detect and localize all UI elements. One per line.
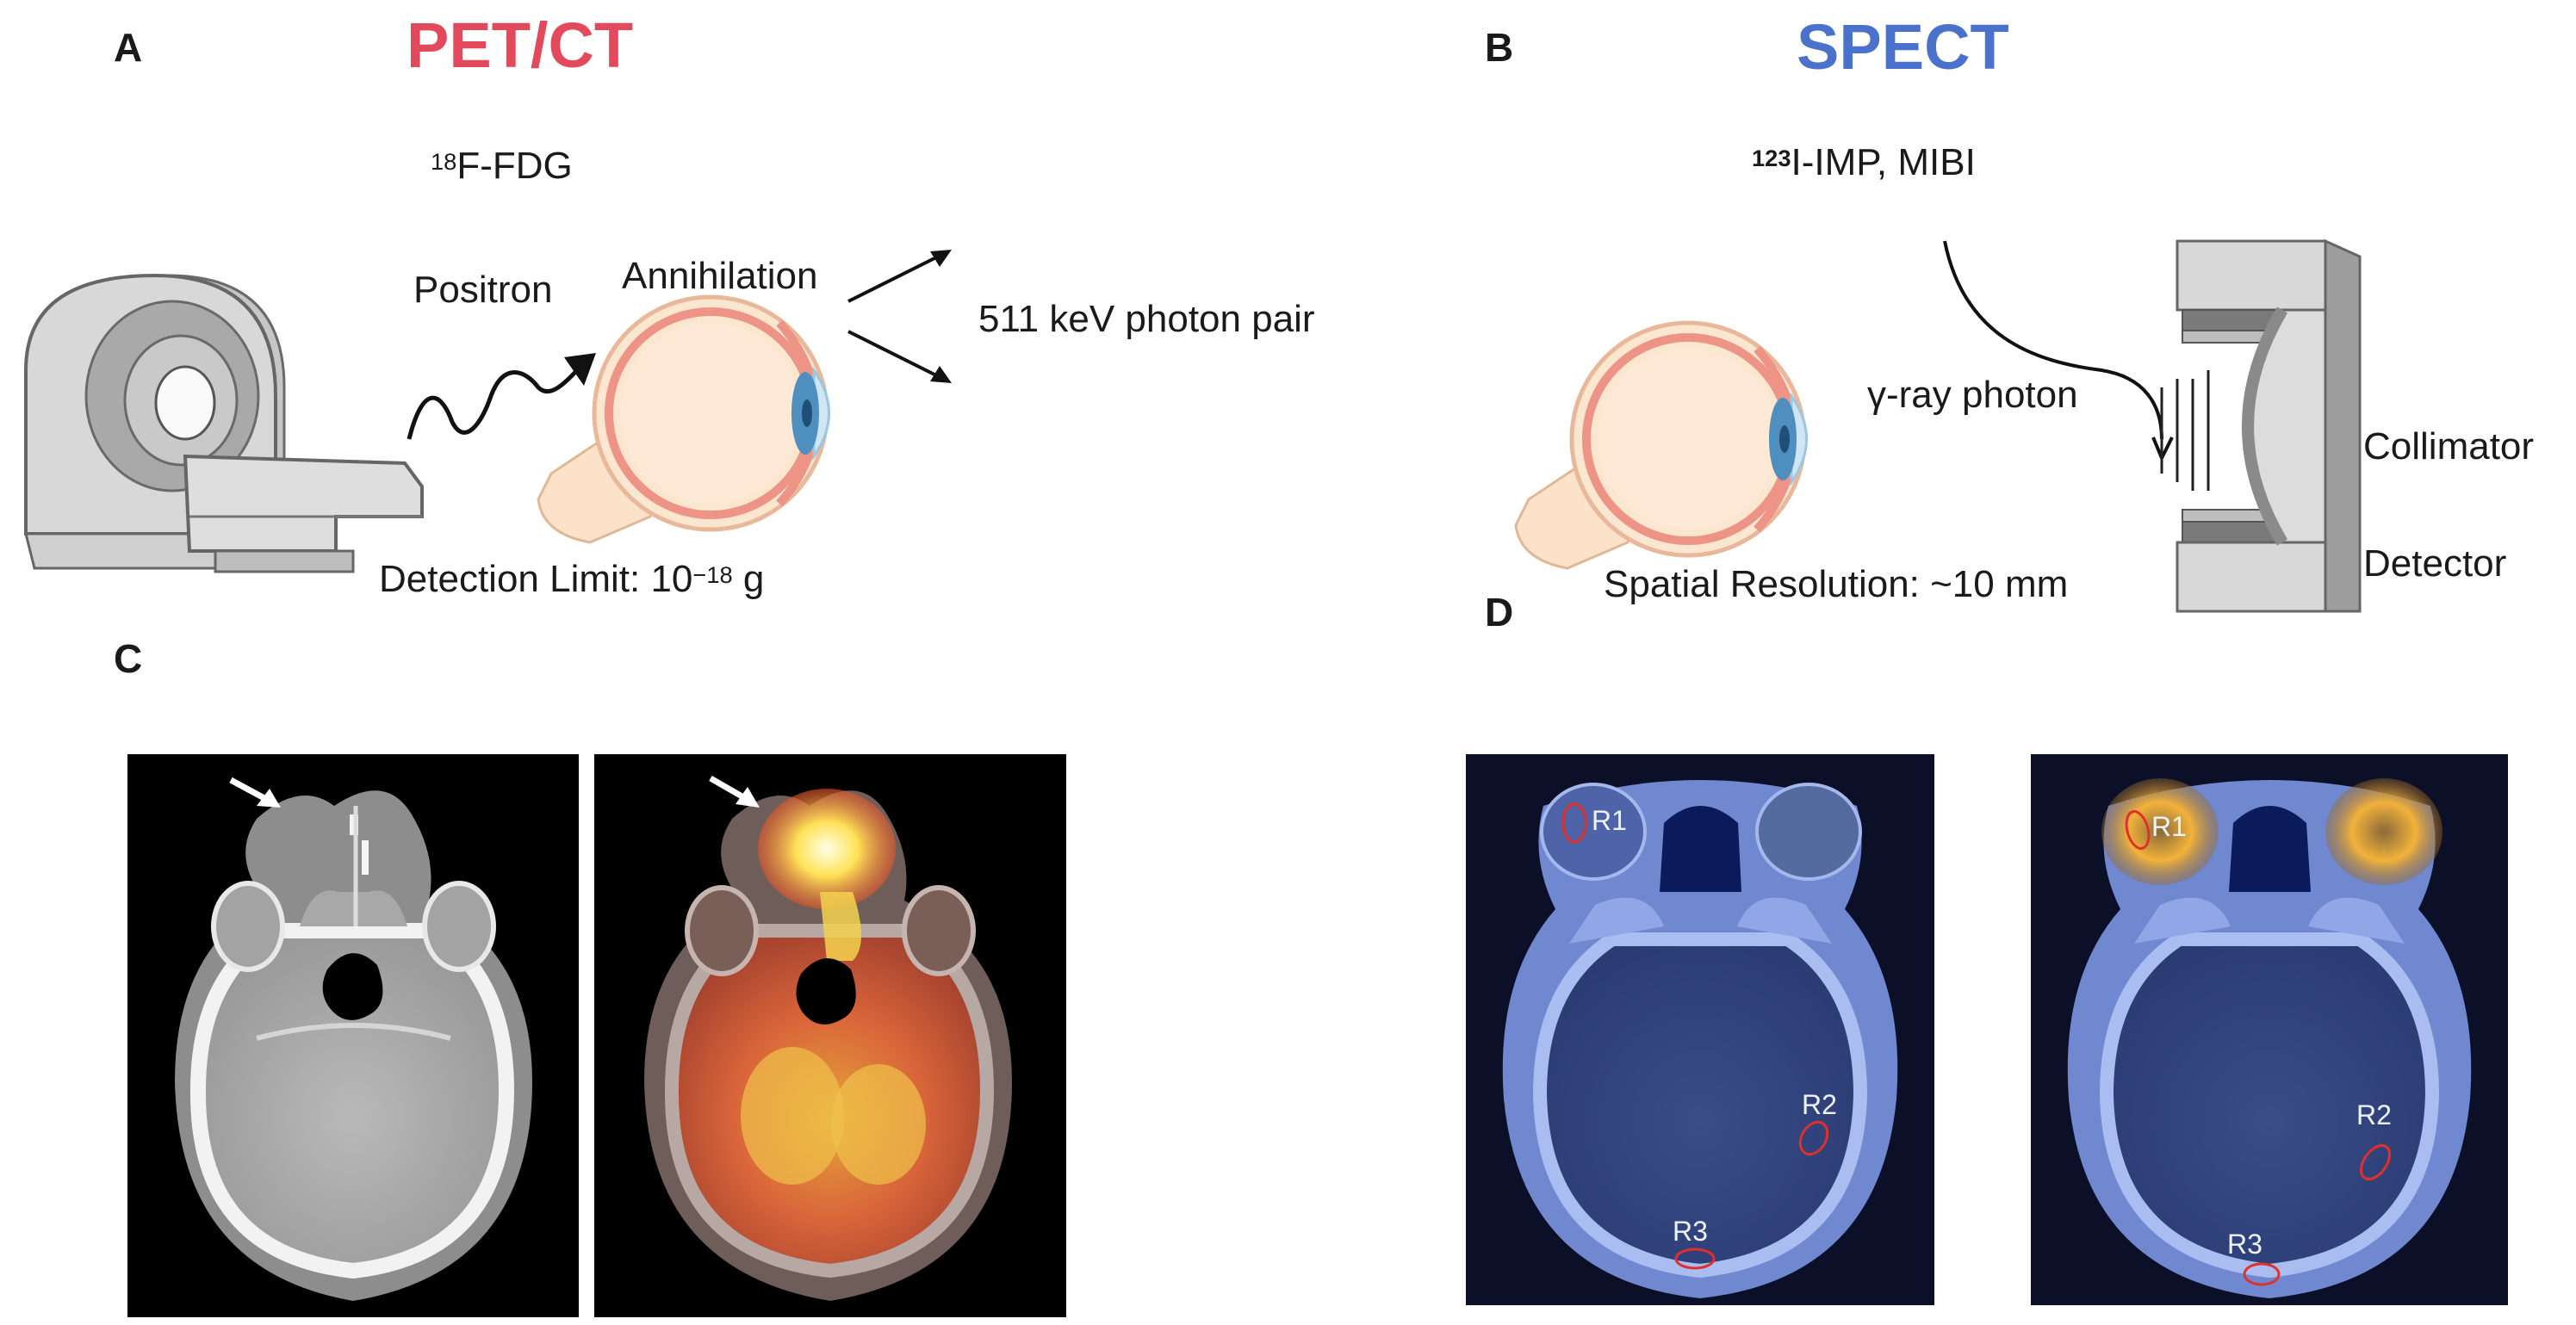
detector-label: Detector <box>2363 542 2507 585</box>
pet-tracer-superscript: 18 <box>431 148 457 176</box>
gamma-ray-arrow-icon <box>1943 240 2174 462</box>
spatial-resolution-label: Spatial Resolution: ~10 mm <box>1604 563 2069 605</box>
roi-ellipse-r2 <box>1798 1120 1829 1156</box>
spect-title: SPECT <box>1797 11 2009 83</box>
panel-letter-c: C <box>114 636 143 681</box>
roi-ellipse-r3 <box>1674 1248 1716 1270</box>
photon-pair-arrows-icon <box>847 250 952 383</box>
spect-tracer-superscript: 123 <box>1752 145 1791 172</box>
eye-icon <box>537 294 830 544</box>
pet-ct-fusion-scan <box>594 754 1066 1317</box>
positron-arrow-icon <box>407 353 596 440</box>
annihilation-label: Annihilation <box>622 255 818 297</box>
roi-ellipse-r2 <box>2359 1143 2392 1181</box>
ct-axial-scan <box>127 754 579 1317</box>
collimator-label: Collimator <box>2363 425 2535 467</box>
pet-ct-title: PET/CT <box>407 9 634 81</box>
detection-limit-label: Detection Limit: 10−18 g <box>379 558 764 601</box>
roi-label-r1: R1 <box>1592 805 1627 836</box>
gamma-ray-label: γ-ray photon <box>1867 374 2078 416</box>
pet-ct-scanner-icon <box>24 273 424 573</box>
spect-tracer-label: 123I-IMP, MIBI <box>1752 141 1976 184</box>
panel-letter-d: D <box>1485 590 1514 635</box>
photon-pair-label: 511 keV photon pair <box>978 298 1315 340</box>
roi-ellipse-r1 <box>1561 802 1587 844</box>
pet-tracer-label: 18F-FDG <box>431 145 573 188</box>
gamma-camera-icon <box>2160 238 2362 613</box>
roi-ellipse-r3 <box>2243 1262 2281 1286</box>
pet-tracer-name: F-FDG <box>456 145 573 187</box>
detection-limit-exponent: −18 <box>692 561 733 589</box>
roi-label-r1: R1 <box>2151 811 2187 842</box>
roi-label-r3: R3 <box>2227 1229 2263 1260</box>
roi-ellipse-r1 <box>2125 810 2151 850</box>
spect-ct-scan-uptake: R1 R2 R3 <box>2031 754 2508 1305</box>
eye-icon <box>1514 320 1808 570</box>
spect-tracer-name: I-IMP, MIBI <box>1791 141 1976 183</box>
panel-letter-b: B <box>1485 25 1514 70</box>
detection-limit-unit: g <box>732 558 765 600</box>
roi-label-r2: R2 <box>2356 1099 2392 1130</box>
roi-label-r3: R3 <box>1673 1216 1708 1247</box>
detection-limit-prefix: Detection Limit: 10 <box>379 558 693 600</box>
panel-letter-a: A <box>114 25 143 70</box>
roi-label-r2: R2 <box>1802 1089 1837 1120</box>
spect-ct-scan-baseline: R1 R2 R3 <box>1466 754 1934 1305</box>
positron-label: Positron <box>413 269 553 311</box>
